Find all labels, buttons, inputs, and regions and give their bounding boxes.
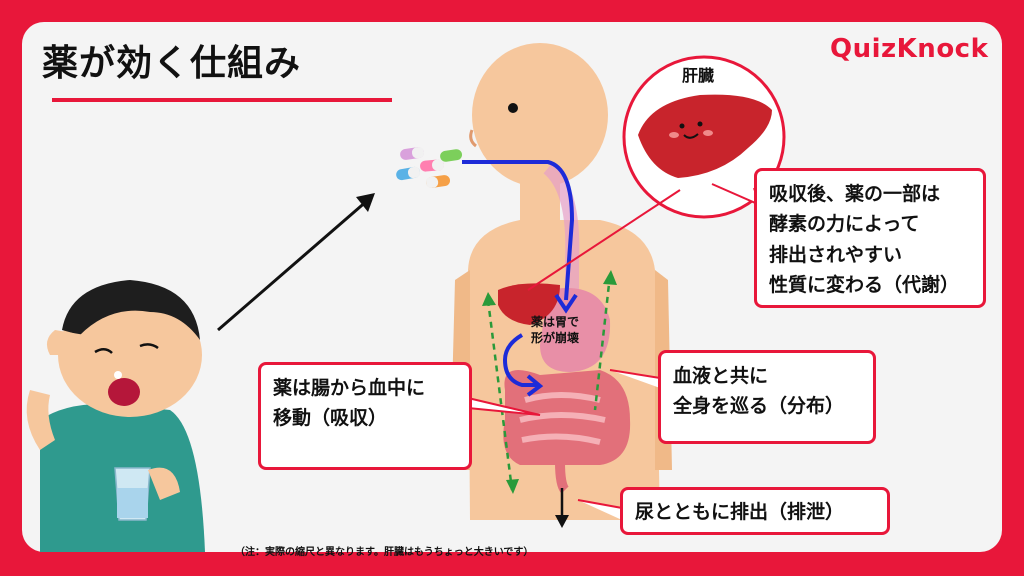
callout-line: 移動（吸収） — [273, 407, 388, 430]
callout-line: 薬は腸から血中に — [273, 377, 426, 399]
water-glass-icon — [114, 467, 151, 521]
pills-icon — [396, 147, 463, 188]
callout-line: 全身を巡る（分布） — [673, 395, 845, 418]
intestine — [503, 370, 631, 494]
liver-connector — [527, 189, 681, 291]
stomach — [540, 288, 611, 372]
distribution-arrow-right — [593, 274, 612, 411]
callout-line: 血液と共に — [673, 365, 769, 387]
absorption-pointer — [467, 397, 541, 416]
distribution-arrow-left — [486, 299, 514, 491]
boy-taking-medicine-icon — [26, 280, 205, 552]
liver-label: 肝臓 — [682, 66, 715, 85]
title-underline — [52, 98, 392, 102]
liver-icon — [638, 94, 772, 178]
stomach-label-line: 薬は胃で — [530, 315, 579, 329]
page-title: 薬が効く仕組み — [42, 43, 302, 84]
distribution-callout: 血液と共に 全身を巡る（分布） — [658, 350, 876, 444]
liver-zoom — [622, 55, 786, 219]
callout-line: 酵素の力によって — [769, 213, 920, 236]
esophagus — [543, 162, 580, 300]
drug-route-arrow — [462, 160, 575, 301]
intake-arrow — [217, 198, 369, 332]
callout-line: 吸収後、薬の一部は — [769, 183, 941, 205]
callout-line: 尿とともに排出（排泄） — [635, 501, 845, 523]
metabolism-callout: 吸収後、薬の一部は 酵素の力によって 排出されやすい 性質に変わる（代謝） — [754, 168, 986, 308]
callout-line: 性質に変わる（代謝） — [769, 274, 960, 297]
excretion-callout: 尿とともに排出（排泄） — [620, 487, 890, 535]
callout-line: 排出されやすい — [769, 243, 903, 266]
stomach-label-line: 形が崩壊 — [530, 331, 579, 346]
scale-note: （注：実際の縮尺と異なります。肝臓はもうちょっと大きいです） — [235, 547, 534, 558]
quizknock-logo: QuizKnock — [830, 34, 989, 64]
body-liver — [498, 283, 560, 325]
stomach-label: 薬は胃で 形が崩壊 — [520, 314, 590, 346]
absorption-callout: 薬は腸から血中に 移動（吸収） — [258, 362, 472, 470]
